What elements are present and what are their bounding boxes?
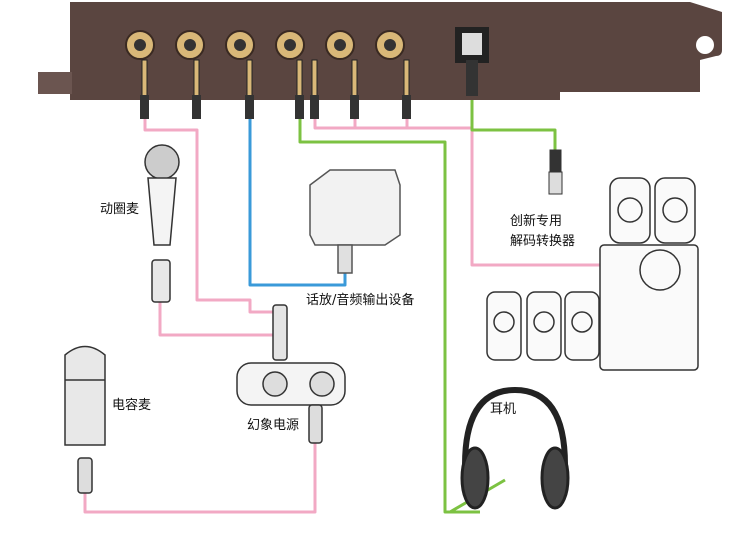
preamp-device-image (309, 169, 401, 274)
cable-pink-dynamic-mic (158, 302, 277, 337)
audio-jacks (125, 27, 489, 63)
cable-green-optical (470, 95, 557, 150)
dynamic-mic-image (144, 144, 180, 303)
label-converter-line1: 创新专用 (510, 214, 563, 229)
cable-blue-line-out (248, 118, 347, 287)
label-phantom-power: 幻象电源 (247, 418, 300, 433)
label-preamp-output: 话放/音频输出设备 (306, 293, 415, 308)
label-converter-line2: 解码转换器 (510, 234, 576, 249)
phantom-power-image (236, 304, 346, 444)
label-dynamic-mic: 动圈麦 (100, 202, 140, 217)
converter-plug (548, 149, 563, 195)
cable-pink-condenser (83, 442, 317, 514)
label-headphones: 耳机 (490, 402, 517, 417)
label-condenser-mic: 电容麦 (112, 398, 152, 413)
condenser-mic-image (64, 345, 106, 494)
cable-pink-rear (353, 118, 409, 128)
speaker-system-image (486, 177, 699, 371)
headphones-image (460, 386, 570, 510)
cable-green-headphones (298, 118, 480, 514)
